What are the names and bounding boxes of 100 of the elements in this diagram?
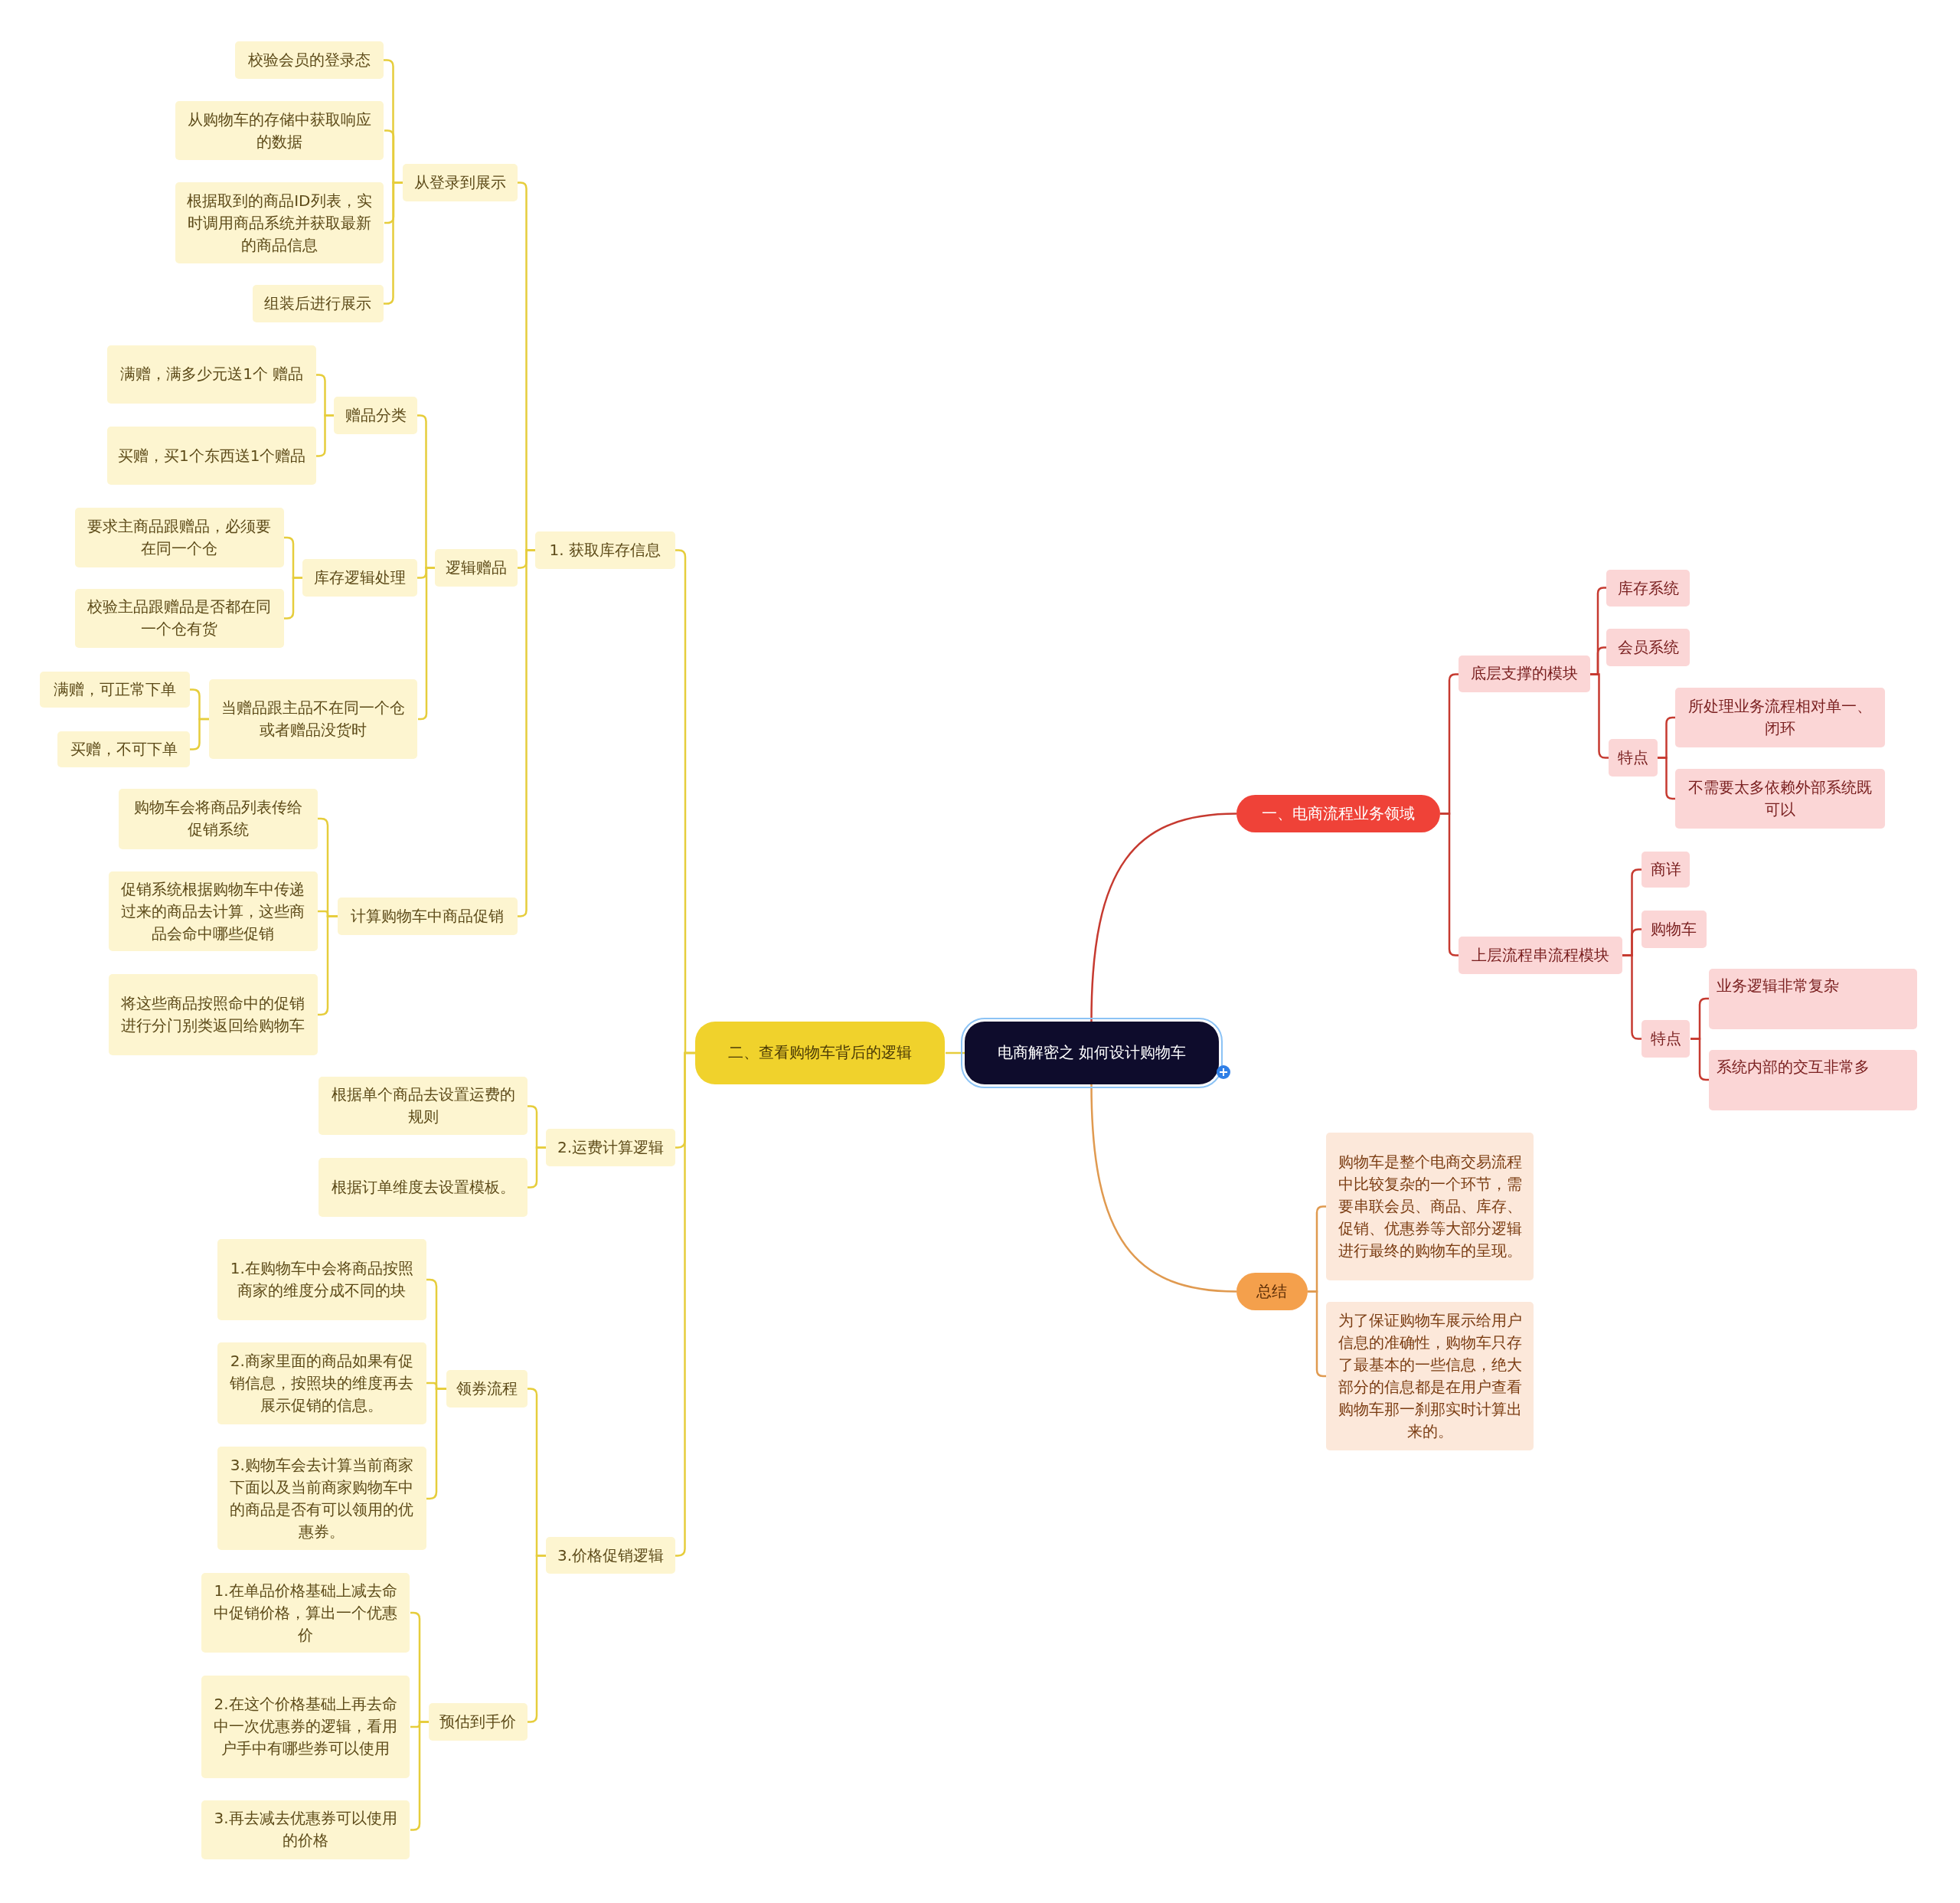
topic-box <box>435 548 518 587</box>
branch-line <box>284 577 302 620</box>
topic-box <box>201 1572 410 1653</box>
topic-text: 领券流程 <box>456 1378 518 1400</box>
topic-box <box>1708 969 1918 1029</box>
branch-topic-pill <box>694 1021 946 1084</box>
branch-line <box>1090 813 1237 1022</box>
topic-box <box>175 182 384 264</box>
topic-box <box>107 345 317 404</box>
topic-box <box>1708 1050 1918 1110</box>
topic-text: 根据订单维度去设置模板。 <box>331 1176 515 1198</box>
branch-line <box>1090 1084 1237 1293</box>
topic-box <box>57 731 191 768</box>
branch-line <box>528 1146 546 1189</box>
topic-text: 1.在单品价格基础上减去命中促销价格，算出一个优惠价 <box>213 1580 399 1646</box>
topic-box <box>208 678 418 759</box>
topic-text: 2.运费计算逻辑 <box>557 1137 665 1159</box>
topic-box <box>74 588 284 648</box>
topic-text: 商详 <box>1650 859 1681 880</box>
topic-text: 所处理业务流程相对单一、闭环 <box>1687 696 1873 740</box>
topic-text: 二、查看购物车背后的逻辑 <box>728 1042 912 1064</box>
topic-box <box>201 1800 410 1859</box>
topic-box <box>217 1342 426 1424</box>
topic-box <box>201 1675 410 1778</box>
branch-line <box>1658 757 1675 800</box>
topic-text: 总结 <box>1256 1281 1288 1302</box>
branch-topic-pill <box>1236 795 1440 833</box>
branch-line <box>1690 1038 1709 1081</box>
topic-text: 1.在购物车中会将商品按照商家的维度分成不同的块 <box>229 1258 414 1301</box>
topic-text: 特点 <box>1650 1028 1681 1050</box>
topic-text: 底层支撑的模块 <box>1471 663 1578 685</box>
topic-box <box>234 41 384 79</box>
topic-box <box>252 285 384 323</box>
topic-box <box>1641 910 1707 948</box>
topic-box <box>302 558 418 597</box>
topic-text: 库存系统 <box>1617 577 1679 599</box>
topic-box <box>1641 1020 1690 1058</box>
topic-box <box>337 898 518 936</box>
topic-box <box>318 1076 528 1136</box>
branch-line <box>518 549 535 917</box>
topic-text: 2.在这个价格基础上再去命中一次优惠券的逻辑，看用户手中有哪些券可以使用 <box>213 1694 399 1760</box>
topic-text: 校验会员的登录态 <box>248 49 371 70</box>
topic-box <box>318 1157 528 1217</box>
topic-text: 将这些商品按照命中的促销进行分门别类返回给购物车 <box>120 992 306 1036</box>
note-box <box>1326 1301 1534 1450</box>
topic-text: 3.价格促销逻辑 <box>557 1545 665 1566</box>
topic-text: 库存逻辑处理 <box>314 567 407 588</box>
topic-text: 要求主商品跟赠品，必须要在同一个仓 <box>87 516 273 559</box>
topic-box <box>1606 629 1690 667</box>
topic-text: 购物车是整个电商交易流程中比较复杂的一个环节，需要串联会员、商品、库存、促销、优惠券等大部分逻辑进行最终的购物车的呈现。 <box>1337 1152 1523 1261</box>
topic-text: 当赠品跟主品不在同一个仓或者赠品没货时 <box>220 697 406 741</box>
topic-box <box>333 396 418 434</box>
topic-box <box>109 973 318 1055</box>
topic-box <box>534 531 675 569</box>
topic-box <box>109 871 318 952</box>
topic-box <box>1459 655 1590 693</box>
branch-topic-pill <box>1236 1273 1308 1310</box>
topic-text: 从登录到展示 <box>413 172 506 193</box>
topic-box <box>1641 851 1690 888</box>
topic-box <box>1606 570 1690 607</box>
topic-text: 组装后进行展示 <box>264 293 372 315</box>
topic-box <box>1674 687 1886 748</box>
topic-text: 购物车 <box>1651 918 1697 940</box>
topic-text: 电商解密之 如何设计购物车 <box>997 1042 1187 1064</box>
branch-line <box>418 567 435 721</box>
topic-text: 满赠，满多少元送1个 赠品 <box>120 364 304 385</box>
topic-box <box>1674 769 1886 829</box>
topic-text: 业务逻辑非常复杂 <box>1716 976 1839 997</box>
topic-text: 2.商家里面的商品如果有促销信息，按照块的维度再去展示促销的信息。 <box>229 1351 415 1416</box>
topic-text: 上层流程串流程模块 <box>1472 944 1610 966</box>
topic-text: 购物车会将商品列表传给促销系统 <box>132 797 303 841</box>
topic-text: 计算购物车中商品促销 <box>351 906 505 927</box>
topic-box <box>175 101 384 160</box>
topic-box <box>402 163 518 201</box>
topic-text: 校验主品跟赠品是否都在同一个仓有货 <box>87 597 273 640</box>
branch-line <box>674 1051 695 1557</box>
topic-text: 根据单个商品去设置运费的规则 <box>330 1084 516 1128</box>
branch-line <box>1308 1290 1326 1378</box>
topic-text: 预估到手价 <box>439 1711 517 1732</box>
topic-box <box>1459 936 1623 974</box>
topic-text: 会员系统 <box>1617 637 1679 659</box>
topic-text: 系统内部的交互非常多 <box>1716 1057 1870 1078</box>
note-box <box>1326 1133 1534 1280</box>
topic-box <box>429 1702 528 1741</box>
topic-box <box>1609 738 1658 777</box>
topic-text: 1. 获取库存信息 <box>549 539 661 561</box>
topic-text: 买赠，买1个东西送1个赠品 <box>118 445 306 466</box>
topic-text: 3.购物车会去计算当前商家下面以及当前商家购物车中的商品是否有可以领用的优惠券。 <box>229 1454 415 1542</box>
topic-text: 买赠，不可下单 <box>70 739 178 760</box>
topic-box <box>546 1129 675 1167</box>
topic-box <box>546 1536 675 1574</box>
topic-box <box>217 1446 426 1551</box>
topic-text: 根据取到的商品ID列表，实时调用商品系统并获取最新的商品信息 <box>186 190 373 256</box>
topic-text: 逻辑赠品 <box>446 557 508 578</box>
topic-box <box>446 1370 528 1408</box>
topic-text: 促销系统根据购物车中传递过来的商品去计算，这些商品会命中哪些促销 <box>120 878 306 944</box>
topic-text: 赠品分类 <box>345 404 407 426</box>
topic-text: 特点 <box>1618 747 1649 768</box>
topic-box <box>107 426 317 486</box>
topic-box <box>40 671 191 708</box>
